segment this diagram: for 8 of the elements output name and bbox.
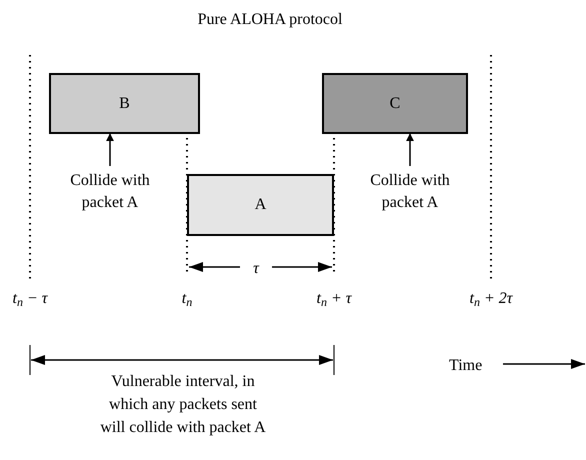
arrow (406, 133, 414, 166)
arrow (106, 133, 114, 166)
diagram-title: Pure ALOHA protocol (196, 10, 344, 30)
annotation-text: Collide with packet A (350, 170, 470, 214)
packet-box: C (322, 73, 468, 134)
annotation-text: Collide with packet A (50, 170, 170, 214)
packet-box: B (49, 73, 200, 134)
packet-box: A (187, 174, 334, 236)
